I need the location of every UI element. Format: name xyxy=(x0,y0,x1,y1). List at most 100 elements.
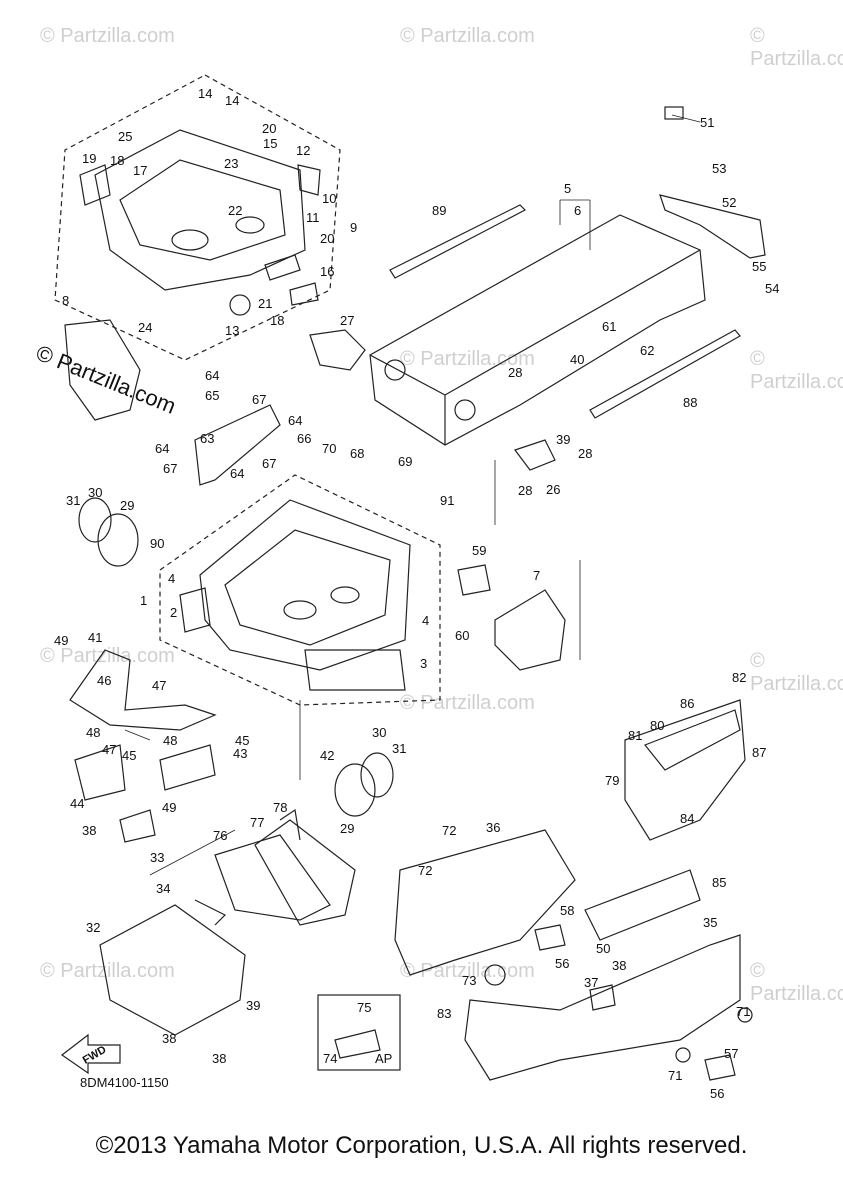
watermark: © Partzilla.com xyxy=(750,348,843,393)
callout: 33 xyxy=(150,850,164,865)
callout: 47 xyxy=(152,678,166,693)
group-outline-9 xyxy=(54,74,341,361)
part-13 xyxy=(229,294,251,316)
boot-29 xyxy=(334,763,376,817)
callout: 47 xyxy=(102,742,116,757)
plug-71 xyxy=(675,1047,691,1063)
part-51 xyxy=(664,106,684,120)
callout: 4 xyxy=(422,613,429,628)
callout: 56 xyxy=(555,956,569,971)
bracket-52 xyxy=(659,194,766,259)
callout: 85 xyxy=(712,875,726,890)
callout: 18 xyxy=(270,313,284,328)
callout: 91 xyxy=(440,493,454,508)
bracket-10 xyxy=(297,164,321,196)
watermark: © Partzilla.com xyxy=(40,645,175,667)
tunnel-5 xyxy=(369,214,706,446)
callout: 1 xyxy=(140,593,147,608)
panel-32 xyxy=(99,904,246,1036)
callout: 30 xyxy=(372,725,386,740)
callout: 40 xyxy=(570,352,584,367)
callout: 73 xyxy=(462,973,476,988)
callout: 28 xyxy=(518,483,532,498)
callout: 8 xyxy=(62,293,69,308)
part-59 xyxy=(457,564,491,596)
callout-labels: 1 2 3 4 4 5 6 6 7 8 9 10 11 12 13 14 14 … xyxy=(54,86,779,1101)
callout: 67 xyxy=(262,456,276,471)
callout: 52 xyxy=(722,195,736,210)
callout: 87 xyxy=(752,745,766,760)
callout: 53 xyxy=(712,161,726,176)
callout: 35 xyxy=(703,915,717,930)
tunnel-edge xyxy=(444,249,701,396)
callout: 77 xyxy=(250,815,264,830)
callout: 89 xyxy=(432,203,446,218)
ring-30 xyxy=(78,497,112,543)
panel-86 xyxy=(644,709,741,771)
bracket-63 xyxy=(194,404,281,486)
watermark: © Partzilla.com xyxy=(750,650,843,695)
part-37 xyxy=(589,984,616,1011)
callout: 18 xyxy=(110,153,124,168)
callout: 39 xyxy=(246,998,260,1013)
callout: 20 xyxy=(320,231,334,246)
watermark: © Partzilla.com xyxy=(750,960,843,1005)
callout: 39 xyxy=(556,432,570,447)
callout: 17 xyxy=(133,163,147,178)
callout: 55 xyxy=(752,259,766,274)
callout: 12 xyxy=(296,143,310,158)
callout: 13 xyxy=(225,323,239,338)
ring-30 xyxy=(360,752,394,798)
part-44 xyxy=(74,744,126,801)
callout: 56 xyxy=(710,1086,724,1101)
callout: 54 xyxy=(765,281,779,296)
callout: 72 xyxy=(442,823,456,838)
bracket-19 xyxy=(79,164,111,206)
callout: 23 xyxy=(224,156,238,171)
diagram-code: 8DM4100-1150 xyxy=(80,1075,169,1090)
callout: 64 xyxy=(288,413,302,428)
part-7 xyxy=(494,589,566,671)
callout: 3 xyxy=(420,656,427,671)
callout: 42 xyxy=(320,748,334,763)
frame-hole xyxy=(330,586,360,604)
frame-hole xyxy=(283,600,317,620)
callout: 64 xyxy=(230,466,244,481)
callout: 38 xyxy=(82,823,96,838)
part-74 xyxy=(334,1029,381,1059)
callout: 65 xyxy=(205,388,219,403)
part-34 xyxy=(194,899,227,926)
callout: 29 xyxy=(120,498,134,513)
callout: 45 xyxy=(235,733,249,748)
ap-box xyxy=(317,994,401,1071)
watermark: © Partzilla.com xyxy=(40,25,175,47)
callout: 67 xyxy=(163,461,177,476)
panel-77 xyxy=(254,819,356,926)
callout: 49 xyxy=(54,633,68,648)
callout: 44 xyxy=(70,796,84,811)
callout: 28 xyxy=(578,446,592,461)
copyright-footer: ©2013 Yamaha Motor Corporation, U.S.A. A… xyxy=(95,1132,748,1159)
callout: 34 xyxy=(156,881,170,896)
tunnel-hole xyxy=(454,399,476,421)
callout: 26 xyxy=(546,482,560,497)
callout: 43 xyxy=(233,746,247,761)
callout: 82 xyxy=(732,670,746,685)
callout: 59 xyxy=(472,543,486,558)
part-78 xyxy=(279,808,301,841)
grommet-73 xyxy=(484,964,506,986)
callout: 10 xyxy=(322,191,336,206)
panel-85 xyxy=(584,869,701,941)
crossmember-3 xyxy=(304,649,406,691)
group-outline-1 xyxy=(159,474,441,706)
front-frame xyxy=(199,499,411,671)
watermark: © Partzilla.com xyxy=(400,960,535,982)
callout: 61 xyxy=(602,319,616,334)
callout: 14 xyxy=(225,93,239,108)
callout: 38 xyxy=(612,958,626,973)
tunnel-hole xyxy=(384,359,406,381)
panel-79 xyxy=(624,699,746,841)
callout: 4 xyxy=(168,571,175,586)
callout: 29 xyxy=(340,821,354,836)
part-16 xyxy=(289,282,319,306)
